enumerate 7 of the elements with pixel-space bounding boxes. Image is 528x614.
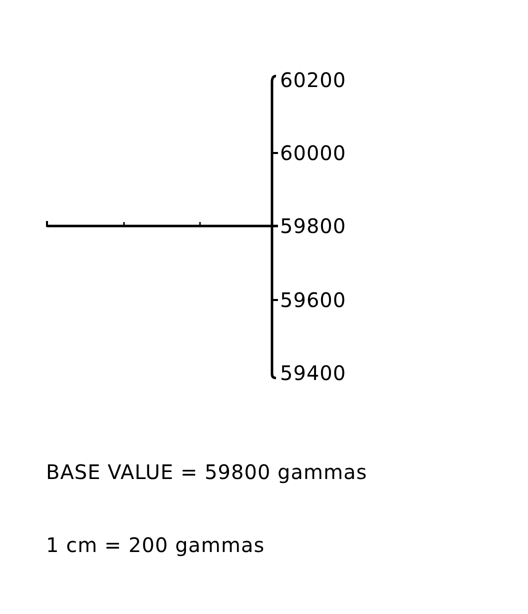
note-text: 1 cm = 200 gammas	[46, 533, 265, 557]
scale-value: 59600	[280, 288, 346, 312]
scale-value: 59400	[280, 361, 346, 385]
note-text: BASE VALUE = 59800 gammas	[46, 460, 368, 484]
scale-value: 60000	[280, 141, 346, 165]
scale-value: 60200	[280, 68, 346, 92]
scale-value: 59800	[280, 214, 346, 238]
